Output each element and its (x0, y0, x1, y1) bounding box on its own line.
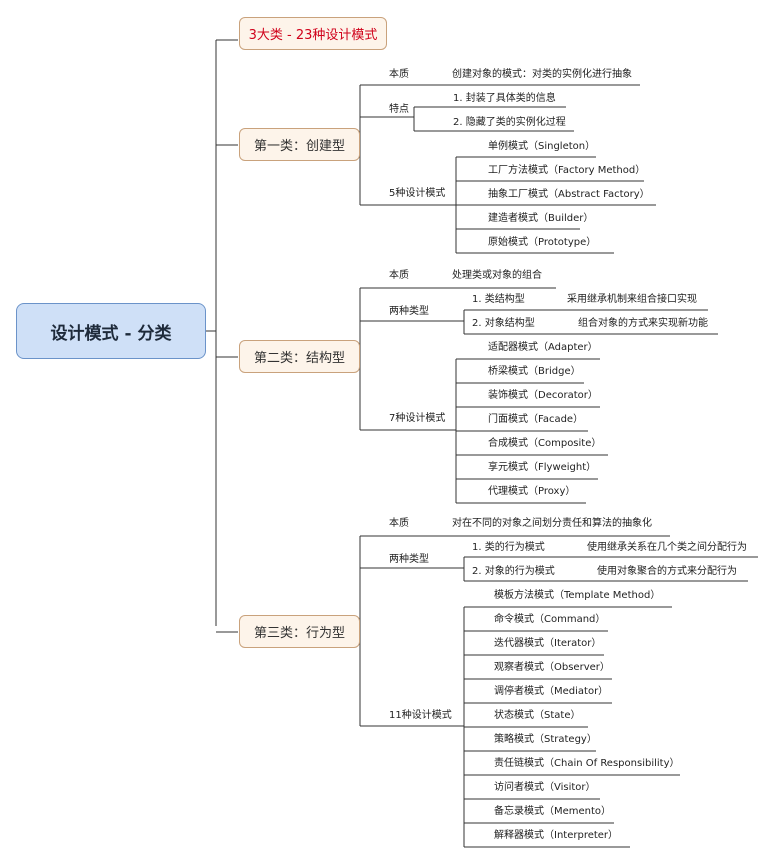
structural-pattern-item[interactable]: 代理模式（Proxy） (488, 486, 576, 497)
behavioral-pattern-item[interactable]: 模板方法模式（Template Method） (494, 590, 661, 601)
behavioral-type-name[interactable]: 2. 对象的行为模式 (472, 566, 555, 577)
structural-pattern-item[interactable]: 门面模式（Facade） (488, 414, 584, 425)
creational-pattern-item[interactable]: 抽象工厂模式（Abstract Factory） (488, 189, 650, 200)
behavioral-pattern-item[interactable]: 访问者模式（Visitor） (494, 782, 596, 793)
behavioral-pattern-item[interactable]: 策略模式（Strategy） (494, 734, 597, 745)
behavioral-type-name[interactable]: 1. 类的行为模式 (472, 542, 545, 553)
structural-types-label[interactable]: 两种类型 (389, 306, 429, 317)
structural-pattern-item[interactable]: 合成模式（Composite） (488, 438, 602, 449)
structural-essence-text[interactable]: 处理类或对象的组合 (452, 270, 542, 281)
creational-pattern-item[interactable]: 建造者模式（Builder） (488, 213, 594, 224)
behavioral-pattern-item[interactable]: 状态模式（State） (494, 710, 581, 721)
creational-feature-item[interactable]: 2. 隐藏了类的实例化过程 (453, 117, 566, 128)
creational-pattern-item[interactable]: 工厂方法模式（Factory Method） (488, 165, 646, 176)
creational-patterns-label[interactable]: 5种设计模式 (389, 188, 446, 199)
root-node[interactable]: 设计模式 - 分类 (16, 303, 206, 359)
creational-pattern-item[interactable]: 原始模式（Prototype） (488, 237, 597, 248)
summary-node[interactable]: 3大类 - 23种设计模式 (239, 17, 387, 50)
structural-pattern-item[interactable]: 享元模式（Flyweight） (488, 462, 597, 473)
behavioral-type-desc[interactable]: 使用继承关系在几个类之间分配行为 (587, 542, 747, 553)
behavioral-pattern-item[interactable]: 迭代器模式（Iterator） (494, 638, 602, 649)
category-structural-node[interactable]: 第二类：结构型 (239, 340, 360, 373)
structural-essence-label[interactable]: 本质 (389, 270, 409, 281)
structural-type-name[interactable]: 1. 类结构型 (472, 294, 525, 305)
category-behavioral-node[interactable]: 第三类：行为型 (239, 615, 360, 648)
behavioral-pattern-item[interactable]: 解释器模式（Interpreter） (494, 830, 619, 841)
creational-essence-label[interactable]: 本质 (389, 69, 409, 80)
behavioral-essence-label[interactable]: 本质 (389, 518, 409, 529)
structural-patterns-label[interactable]: 7种设计模式 (389, 413, 446, 424)
creational-essence-text[interactable]: 创建对象的模式：对类的实例化进行抽象 (452, 69, 632, 80)
structural-type-name[interactable]: 2. 对象结构型 (472, 318, 535, 329)
structural-pattern-item[interactable]: 装饰模式（Decorator） (488, 390, 598, 401)
behavioral-pattern-item[interactable]: 观察者模式（Observer） (494, 662, 610, 673)
behavioral-patterns-label[interactable]: 11种设计模式 (389, 710, 452, 721)
structural-type-desc[interactable]: 采用继承机制来组合接口实现 (567, 294, 697, 305)
creational-features-label[interactable]: 特点 (389, 104, 409, 115)
behavioral-types-label[interactable]: 两种类型 (389, 554, 429, 565)
creational-feature-item[interactable]: 1. 封装了具体类的信息 (453, 93, 556, 104)
behavioral-pattern-item[interactable]: 命令模式（Command） (494, 614, 606, 625)
structural-pattern-item[interactable]: 桥梁模式（Bridge） (488, 366, 581, 377)
behavioral-pattern-item[interactable]: 调停者模式（Mediator） (494, 686, 609, 697)
creational-pattern-item[interactable]: 单例模式（Singleton） (488, 141, 596, 152)
behavioral-pattern-item[interactable]: 备忘录模式（Memento） (494, 806, 612, 817)
behavioral-essence-text[interactable]: 对在不同的对象之间划分责任和算法的抽象化 (452, 518, 652, 529)
structural-type-desc[interactable]: 组合对象的方式来实现新功能 (578, 318, 708, 329)
behavioral-type-desc[interactable]: 使用对象聚合的方式来分配行为 (597, 566, 737, 577)
behavioral-pattern-item[interactable]: 责任链模式（Chain Of Responsibility） (494, 758, 680, 769)
structural-pattern-item[interactable]: 适配器模式（Adapter） (488, 342, 598, 353)
category-creational-node[interactable]: 第一类：创建型 (239, 128, 360, 161)
